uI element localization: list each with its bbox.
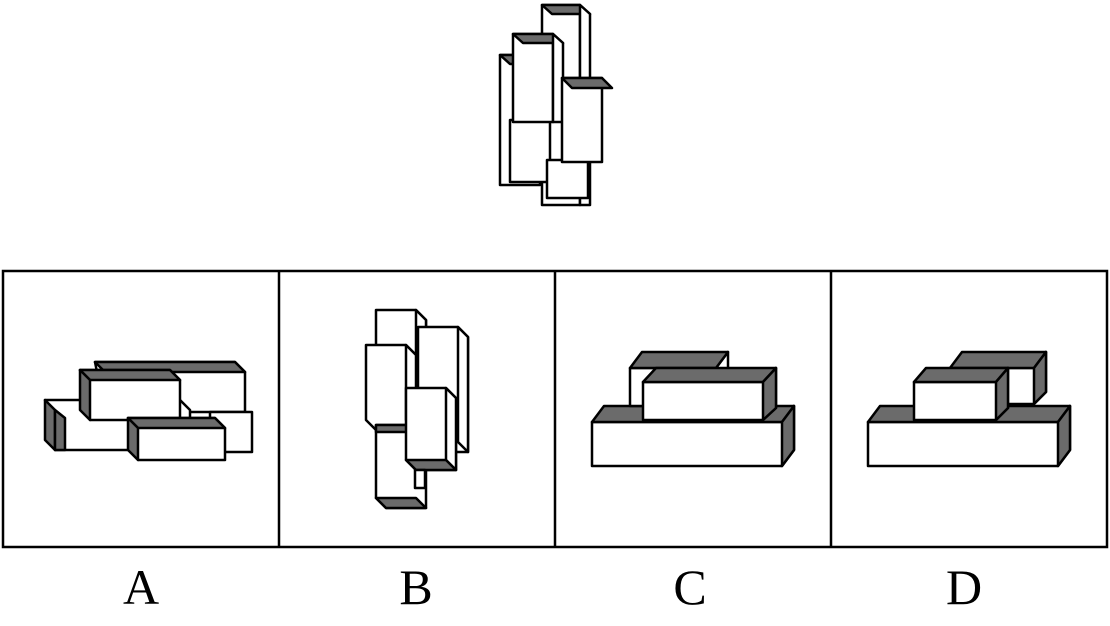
options-frame (1, 269, 1109, 549)
option-a-figure[interactable] (43, 360, 254, 462)
option-c-figure[interactable] (590, 350, 796, 468)
option-d-figure[interactable] (866, 350, 1072, 468)
option-b-label: B (399, 559, 432, 615)
option-b-figure[interactable] (364, 308, 470, 510)
option-a-label: A (123, 559, 159, 615)
option-c-label: C (673, 559, 706, 615)
option-d-label: D (946, 559, 982, 615)
target-figure (498, 3, 614, 207)
